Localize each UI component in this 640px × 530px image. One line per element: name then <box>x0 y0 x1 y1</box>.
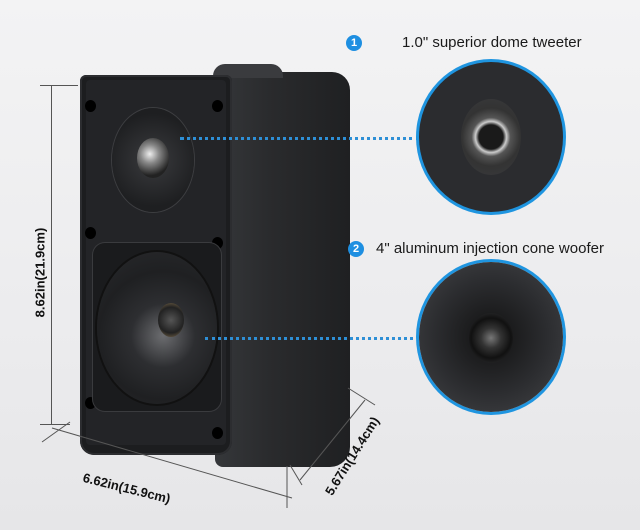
screw-hole <box>85 100 96 112</box>
speaker-top-bracket <box>213 64 283 78</box>
height-dimension-label: 8.62in(21.9cm) <box>32 227 48 318</box>
depth-dimension-lines <box>289 387 376 486</box>
callout-label-tweeter: 1.0" superior dome tweeter <box>402 34 582 51</box>
screw-hole <box>212 237 223 249</box>
tweeter-detail-inner <box>461 99 521 175</box>
screw-hole <box>85 397 96 409</box>
screw-hole <box>212 100 223 112</box>
callout-badge-2: 2 <box>348 241 364 257</box>
callout-leader-tweeter <box>180 137 420 140</box>
woofer-detail-plug <box>469 313 513 363</box>
height-dimension-line <box>51 85 52 425</box>
callout-leader-woofer <box>205 337 420 340</box>
height-dimension-tick-bottom <box>40 424 70 425</box>
width-dimension-lines <box>41 421 293 508</box>
callout-badge-1: 1 <box>346 35 362 51</box>
screw-hole <box>212 427 223 439</box>
woofer-cone <box>97 252 217 404</box>
screw-hole <box>85 227 96 239</box>
height-dimension-tick-top <box>40 85 78 86</box>
callout-label-woofer: 4" aluminum injection cone woofer <box>376 240 604 257</box>
woofer-phase-plug <box>158 303 184 337</box>
tweeter-dome <box>137 138 169 178</box>
